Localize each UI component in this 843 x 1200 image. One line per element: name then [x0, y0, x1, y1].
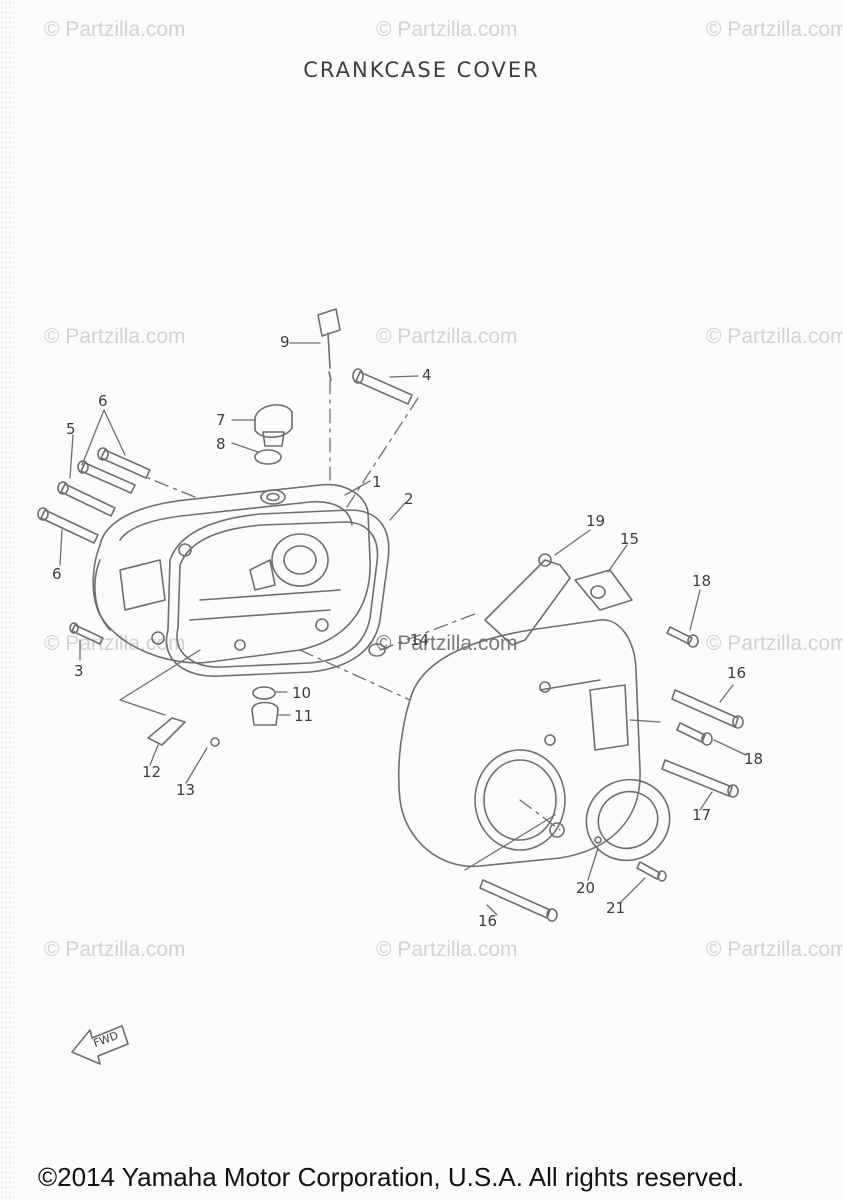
callout-21: 21 — [606, 899, 626, 917]
callout-6: 6 — [52, 565, 62, 583]
crankcase-cover-left — [92, 483, 371, 664]
callout-6: 6 — [98, 392, 108, 410]
bolts — [37, 368, 744, 922]
leader-lines — [59, 342, 747, 916]
callout-11: 11 — [294, 707, 314, 725]
fwd-label: FWD — [91, 1028, 121, 1051]
callout-5: 5 — [66, 420, 76, 438]
callout-4: 4 — [422, 366, 432, 384]
bracket-19 — [484, 553, 633, 646]
callout-15: 15 — [620, 530, 640, 548]
watermark: © Partzilla.com — [44, 18, 186, 41]
scan-speckle-edge — [0, 0, 14, 1200]
watermark: © Partzilla.com — [376, 18, 518, 41]
callout-18: 18 — [692, 572, 712, 590]
callout-14: 14 — [410, 631, 430, 649]
watermark: © Partzilla.com — [706, 325, 843, 348]
callout-10: 10 — [292, 684, 312, 702]
callout-17: 17 — [692, 806, 712, 824]
watermark: © Partzilla.com — [44, 325, 186, 348]
watermark: © Partzilla.com — [376, 938, 518, 961]
callout-8: 8 — [216, 435, 226, 453]
callout-20: 20 — [576, 879, 596, 897]
copyright-footer: ©2014 Yamaha Motor Corporation, U.S.A. A… — [38, 1162, 745, 1192]
callout-1: 1 — [372, 473, 382, 491]
watermark: © Partzilla.com — [376, 325, 518, 348]
callout-13: 13 — [176, 781, 196, 799]
callout-19: 19 — [586, 512, 606, 530]
callout-2: 2 — [404, 490, 414, 508]
watermark: © Partzilla.com — [706, 18, 843, 41]
callout-16: 16 — [478, 912, 498, 930]
watermark: © Partzilla.com — [706, 938, 843, 961]
callout-9: 9 — [280, 333, 290, 351]
callout-12: 12 — [142, 763, 162, 781]
fwd-arrow-icon — [71, 1025, 129, 1065]
small-parts — [147, 308, 341, 746]
assembly-lines — [147, 379, 561, 831]
callout-16: 16 — [727, 664, 747, 682]
callout-7: 7 — [216, 411, 226, 429]
gasket — [165, 509, 390, 677]
callout-3: 3 — [74, 662, 84, 680]
watermark: © Partzilla.com — [44, 938, 186, 961]
diagram-title: CRANKCASE COVER — [303, 58, 540, 82]
watermark: © Partzilla.com — [706, 632, 843, 655]
callout-18: 18 — [744, 750, 764, 768]
cover-plate — [585, 778, 671, 862]
